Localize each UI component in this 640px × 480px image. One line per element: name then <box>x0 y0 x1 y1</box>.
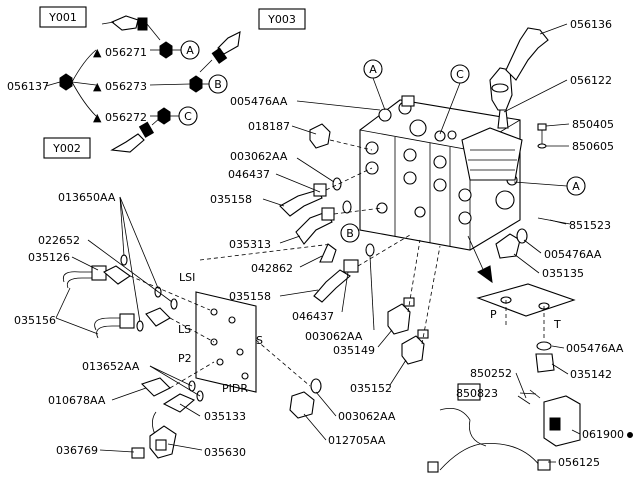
label-003062aa-low: 003062AA <box>338 410 396 423</box>
right-parts <box>427 123 581 473</box>
left-manifold <box>62 243 333 459</box>
center-fittings <box>279 123 441 365</box>
connector-y001-icon <box>101 15 161 41</box>
label-851523: 851523 <box>569 219 611 232</box>
label-035126: 035126 <box>28 251 70 264</box>
hex-node-a-icon <box>159 41 173 59</box>
manifold-plate-icon <box>195 291 257 393</box>
label-036769: 036769 <box>56 444 98 457</box>
label-003062aa-mid: 003062AA <box>305 330 363 343</box>
port-pidr: PIDR <box>222 382 248 395</box>
cap-018187-icon <box>309 123 331 149</box>
label-056125: 056125 <box>558 456 600 469</box>
label-005476aa-top: 005476AA <box>230 95 288 108</box>
label-005476aa-low: 005476AA <box>566 342 624 355</box>
port-s: S <box>256 334 263 347</box>
triangle-icon: ▲ <box>93 80 102 93</box>
label-022652: 022652 <box>38 234 80 247</box>
label-850823: 850823 <box>456 387 498 400</box>
label-035135: 035135 <box>542 267 584 280</box>
label-046437-top: 046437 <box>228 168 270 181</box>
y001-box <box>39 6 87 28</box>
label-046437-mid: 046437 <box>292 310 334 323</box>
connector-y003-icon <box>199 31 241 73</box>
label-056272: 056272 <box>105 111 147 124</box>
label-850405: 850405 <box>572 118 614 131</box>
triangle-icon: ▲ <box>93 111 102 124</box>
pt-plate-icon <box>476 283 576 317</box>
label-012705aa: 012705AA <box>328 434 386 447</box>
port-p2: P2 <box>178 352 192 365</box>
top-fittings-icon <box>378 95 457 142</box>
connector-plug-icon <box>457 383 481 401</box>
label-035158-top: 035158 <box>210 193 252 206</box>
label-013650aa: 013650AA <box>58 191 116 204</box>
label-010678aa: 010678AA <box>48 394 106 407</box>
joystick-boot-icon <box>461 127 523 181</box>
joystick-schematic: Y001 Y002 Y003 <box>7 6 306 159</box>
circle-a-left: A <box>186 44 194 57</box>
port-ls: LS <box>178 323 191 336</box>
y003-box <box>258 8 306 30</box>
circle-c-left: C <box>184 110 192 123</box>
label-042862: 042862 <box>251 262 293 275</box>
module-061900-icon <box>543 395 581 447</box>
label-y003: Y003 <box>267 13 296 26</box>
label-035133: 035133 <box>204 410 246 423</box>
triangle-icon: ▲ <box>93 46 102 59</box>
label-061900: 061900 <box>582 428 624 441</box>
label-056137: 056137 <box>7 80 49 93</box>
label-018187: 018187 <box>248 120 290 133</box>
valve-block <box>359 27 549 251</box>
down-arrow-icon <box>477 265 493 284</box>
label-035313: 035313 <box>229 238 271 251</box>
label-850252: 850252 <box>470 367 512 380</box>
port-t: T <box>553 318 561 331</box>
label-003062aa-top: 003062AA <box>230 150 288 163</box>
label-035149: 035149 <box>333 344 375 357</box>
label-005476aa-right: 005476AA <box>544 248 602 261</box>
leader-lines <box>55 23 581 463</box>
label-035142: 035142 <box>570 368 612 381</box>
label-056271: 056271 <box>105 46 147 59</box>
label-056273: 056273 <box>105 80 147 93</box>
port-p: P <box>490 308 497 321</box>
part-labels: 005476AA 018187 003062AA 046437 035158 0… <box>14 18 633 469</box>
circle-b-block: B <box>346 227 354 240</box>
label-035156: 035156 <box>14 314 56 327</box>
hex-node-main-icon <box>59 73 73 91</box>
label-y002: Y002 <box>52 142 81 155</box>
circle-a-block: A <box>369 63 377 76</box>
label-056122: 056122 <box>570 74 612 87</box>
label-035630: 035630 <box>204 446 246 459</box>
label-035152: 035152 <box>350 382 392 395</box>
y002-box <box>43 137 91 159</box>
circle-b-left: B <box>214 78 222 91</box>
label-850605: 850605 <box>572 140 614 153</box>
label-y001: Y001 <box>48 11 77 24</box>
circle-a-right: A <box>572 180 580 193</box>
label-056136: 056136 <box>570 18 612 31</box>
label-013652aa: 013652AA <box>82 360 140 373</box>
hex-node-b-icon <box>189 75 203 93</box>
circle-c-block: C <box>456 68 464 81</box>
dot-icon <box>627 432 633 438</box>
hex-node-c-icon <box>157 107 171 125</box>
label-035158-mid: 035158 <box>229 290 271 303</box>
port-lsi: LSI <box>179 271 195 284</box>
